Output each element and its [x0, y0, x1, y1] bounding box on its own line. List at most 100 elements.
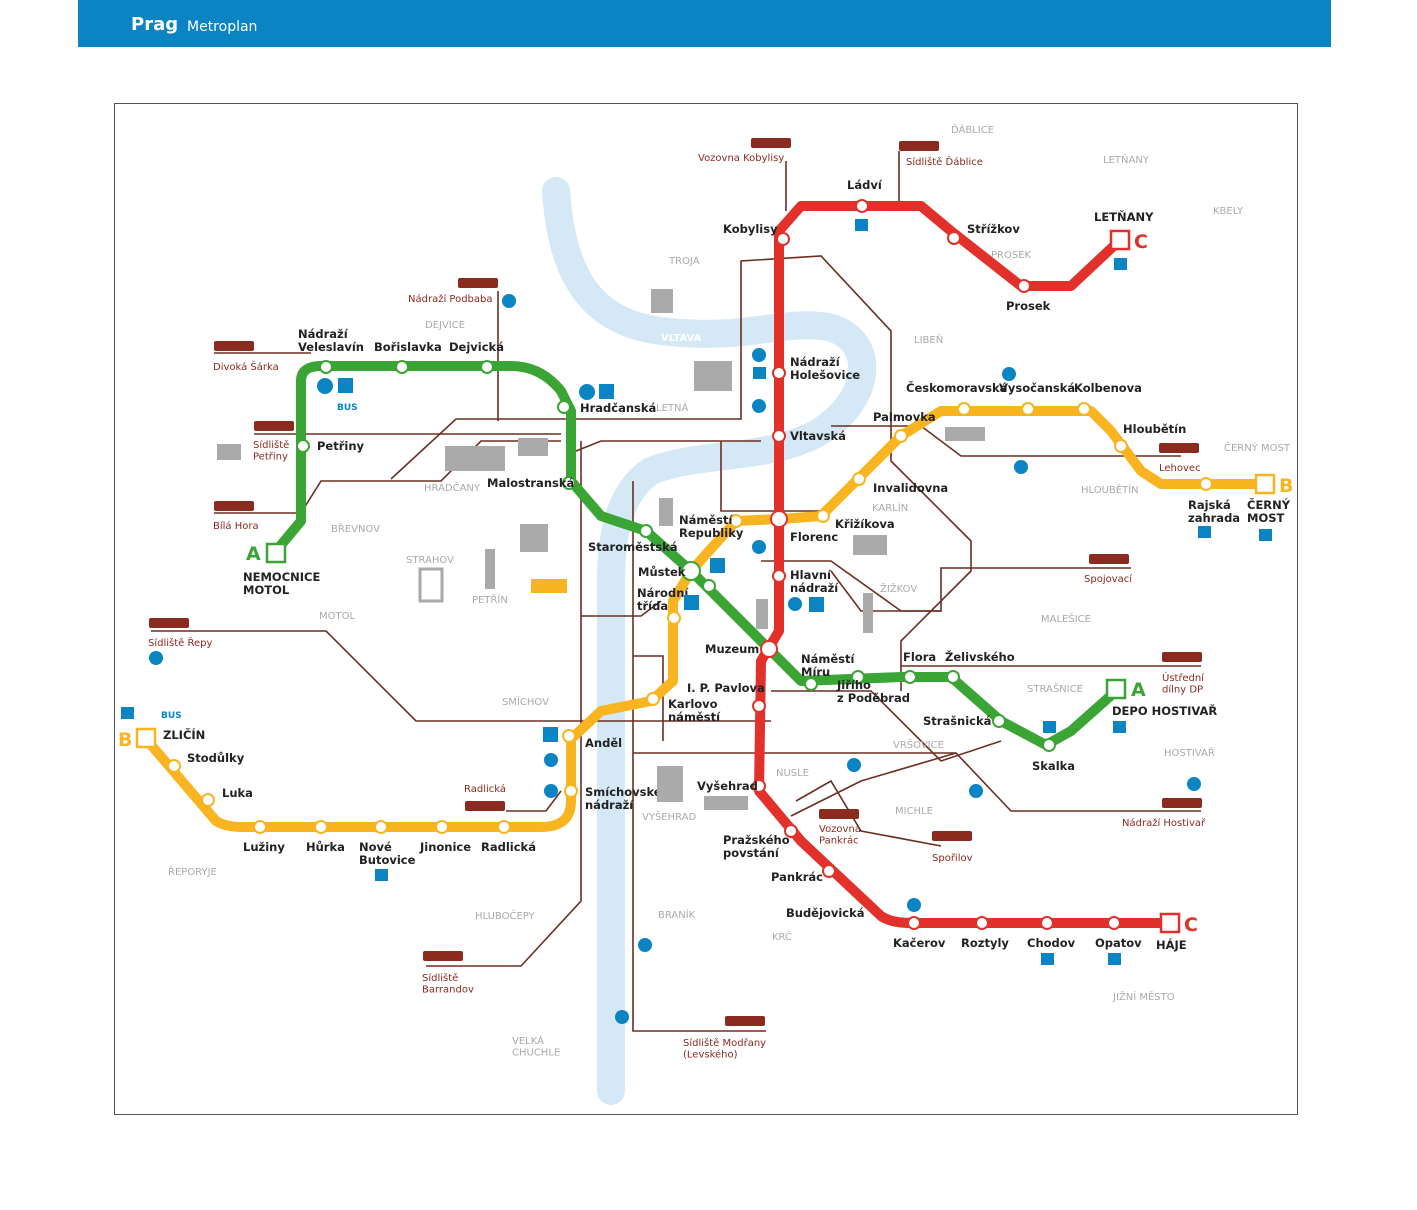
- terminal-a-motol: [265, 542, 287, 564]
- park-ride-icon: [1198, 526, 1211, 538]
- tram-sporilov: Spořilov: [932, 852, 973, 864]
- s-train-icon: [752, 540, 766, 554]
- station-krizikova: Křižíkova: [835, 517, 895, 531]
- s-train-icon: [1187, 777, 1201, 791]
- river-label: VLTAVA: [661, 333, 702, 344]
- s-train-icon: [544, 753, 558, 767]
- strahov-stadium-icon: [418, 567, 444, 603]
- tram-radlicka: Radlická: [464, 783, 506, 795]
- tram-lehovec: Lehovec: [1159, 463, 1201, 474]
- district-michle: MICHLE: [895, 806, 933, 817]
- tram-icon: [751, 138, 791, 148]
- park-ride-icon: [1113, 721, 1126, 733]
- station-mustek: Můstek: [638, 565, 686, 579]
- rudolfinum-icon: [518, 438, 548, 456]
- station-depo-hostivar: DEPO HOSTIVAŘ: [1112, 703, 1217, 718]
- tram-terminal-labels: Vozovna Kobylisy Sídliště Ďáblice Nádraž…: [148, 153, 1206, 1061]
- district-krc: KRČ: [772, 930, 792, 943]
- district-troja: TROJA: [668, 256, 700, 267]
- station-vysocanska: Vysočanská: [999, 381, 1075, 395]
- s-train-icon: [752, 399, 766, 413]
- tram-icon: [465, 801, 505, 811]
- info-icon: [684, 595, 699, 610]
- station-vysehrad: Vyšehrad: [697, 779, 758, 793]
- congress-center-icon: [704, 796, 748, 810]
- tram-divoka-sarka: Divoká Šárka: [213, 360, 279, 373]
- district-zizkov: ŽIŽKOV: [880, 582, 917, 595]
- s-train-icon: [638, 938, 652, 952]
- station-budejovicka: Budějovická: [786, 906, 865, 920]
- church-icon: [520, 524, 548, 552]
- line-b: [142, 406, 1263, 832]
- district-prosek: PROSEK: [991, 250, 1032, 261]
- castle-troja-icon: [694, 361, 732, 391]
- district-cerny-most: ČERNÝ MOST: [1224, 441, 1291, 454]
- district-branik: BRANÍK: [658, 908, 696, 921]
- station-malostranska: Malostranská: [487, 476, 574, 490]
- station-petriny: Petřiny: [317, 439, 365, 453]
- s-train-icon: [149, 651, 163, 665]
- tram-sidliste-modrany: Sídliště Modřany(Levského): [683, 1037, 766, 1061]
- info-badges: BUS BUS: [121, 219, 1272, 1024]
- park-ride-icon: [1041, 953, 1054, 965]
- page-title: Prag: [131, 14, 179, 35]
- district-malesice: MALEŠICE: [1041, 612, 1091, 625]
- metro-map: VLTAVA: [118, 123, 1293, 1105]
- tram-sidliste-dablice: Sídliště Ďáblice: [906, 155, 983, 168]
- station-zlicin: ZLIČÍN: [163, 727, 205, 742]
- station-ceskomoravska: Českomoravská: [906, 380, 1007, 395]
- station-muzeum: Muzeum: [705, 642, 759, 656]
- district-nusle: NUSLE: [776, 768, 809, 779]
- landmarks: [217, 289, 985, 810]
- station-dejvicka: Dejvická: [449, 340, 504, 354]
- s-train-icon: [579, 384, 595, 400]
- district-karlin: KARLÍN: [872, 501, 908, 514]
- station-pankrac: Pankrác: [771, 870, 823, 884]
- station-flora: Flora: [903, 650, 936, 664]
- station-skalka: Skalka: [1032, 759, 1075, 773]
- district-dejvice: DEJVICE: [425, 320, 465, 331]
- line-b-label-west: B: [118, 729, 132, 751]
- park-ride-icon: [375, 869, 388, 881]
- station-letnany: LETŇANY: [1094, 209, 1154, 224]
- terminal-b-zlicin: [135, 727, 157, 749]
- municipal-house-icon: [659, 498, 673, 526]
- district-smichov: SMÍCHOV: [502, 695, 549, 708]
- terminal-a-depo: [1105, 678, 1127, 700]
- terminal-c-haje: [1159, 912, 1181, 934]
- line-a-label-east: A: [1131, 679, 1146, 701]
- park-ride-icon: [1108, 953, 1121, 965]
- metro-map-frame: VLTAVA: [114, 103, 1298, 1115]
- s-train-icon: [544, 784, 558, 798]
- station-chodov: Chodov: [1027, 936, 1076, 950]
- station-luka: Luka: [222, 786, 253, 800]
- district-labels: ĎÁBLICE LETŇANY KBELY TROJA PROSEK LIBEŇ…: [168, 123, 1291, 1059]
- line-c: [754, 201, 1166, 928]
- line-a: [272, 361, 1120, 750]
- info-icon: [543, 727, 558, 742]
- tram-bila-hora: Bílá Hora: [213, 520, 259, 532]
- tram-sidliste-repy: Sídliště Řepy: [148, 636, 212, 649]
- arena-icon: [945, 427, 985, 441]
- district-dablice: ĎÁBLICE: [951, 123, 994, 136]
- station-haje: HÁJE: [1156, 937, 1187, 952]
- river-vltava: [542, 177, 877, 1105]
- prague-castle-icon: [445, 446, 505, 471]
- station-markers: [167, 199, 1213, 930]
- tram-icon: [254, 421, 294, 431]
- station-staromestska: Staroměstská: [588, 540, 678, 554]
- wenceslas-statue-icon: [756, 599, 768, 629]
- station-hloubetin: Hloubětín: [1123, 422, 1186, 436]
- tram-vozovna-kobylisy: Vozovna Kobylisy: [698, 153, 784, 164]
- district-petrin: PETŘÍN: [472, 593, 508, 606]
- station-strizkov: Střížkov: [967, 222, 1020, 236]
